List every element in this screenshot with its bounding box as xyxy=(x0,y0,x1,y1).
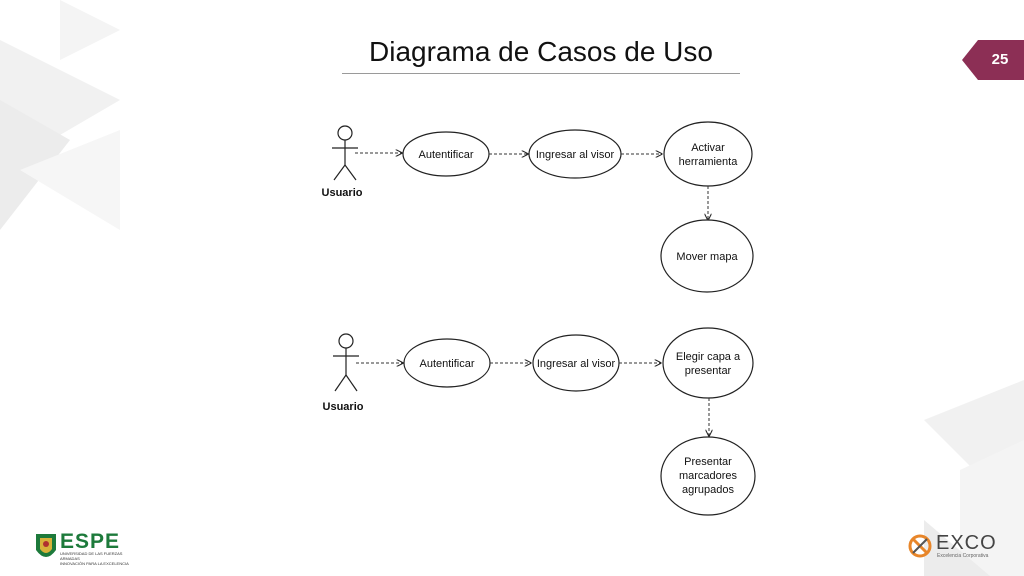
usecase-visor-2: Ingresar al visor xyxy=(532,334,620,392)
usecase-auth-1: Autentificar xyxy=(402,131,490,177)
actor-label-2: Usuario xyxy=(323,401,364,413)
actor-user-2 xyxy=(333,333,359,392)
espe-logo-text: ESPE xyxy=(60,530,121,553)
usecase-layer-2: Elegir capa a presentar xyxy=(662,327,754,399)
use-case-diagram: Usuario Autentificar Ingresar al visor A… xyxy=(322,121,756,516)
usecase-mark-2: Presentar marcadores agrupados xyxy=(660,436,756,516)
svg-text:Autentificar: Autentificar xyxy=(418,149,473,161)
svg-text:Presentar: Presentar xyxy=(684,456,732,468)
svg-text:Autentificar: Autentificar xyxy=(419,358,474,370)
actor-user-1 xyxy=(332,125,358,181)
usecase-auth-2: Autentificar xyxy=(403,338,491,388)
exco-logo-icon xyxy=(908,534,932,558)
svg-text:herramienta: herramienta xyxy=(679,156,739,168)
svg-text:presentar: presentar xyxy=(685,365,732,377)
svg-text:Mover mapa: Mover mapa xyxy=(676,251,738,263)
title-underline xyxy=(342,73,740,74)
espe-logo-subtitle: UNIVERSIDAD DE LAS FUERZAS ARMADAS INNOV… xyxy=(60,551,129,566)
svg-text:Activar: Activar xyxy=(691,142,725,154)
exco-logo-text: EXCO xyxy=(936,532,997,554)
usecase-visor-1: Ingresar al visor xyxy=(528,129,622,179)
slide-title: Diagrama de Casos de Uso xyxy=(369,36,713,67)
svg-text:Ingresar al visor: Ingresar al visor xyxy=(536,149,615,161)
svg-text:agrupados: agrupados xyxy=(682,484,734,496)
page-number: 25 xyxy=(991,51,1009,68)
actor-label-1: Usuario xyxy=(322,187,363,199)
usecase-move-1: Mover mapa xyxy=(660,219,754,293)
exco-logo-subtitle: Excelencia Corporativa xyxy=(937,553,989,559)
usecase-tool-1: Activar herramienta xyxy=(663,121,753,187)
espe-crest-icon xyxy=(36,534,56,557)
svg-text:Ingresar al visor: Ingresar al visor xyxy=(537,358,616,370)
svg-text:marcadores: marcadores xyxy=(679,470,738,482)
svg-text:Elegir capa a: Elegir capa a xyxy=(676,351,741,363)
